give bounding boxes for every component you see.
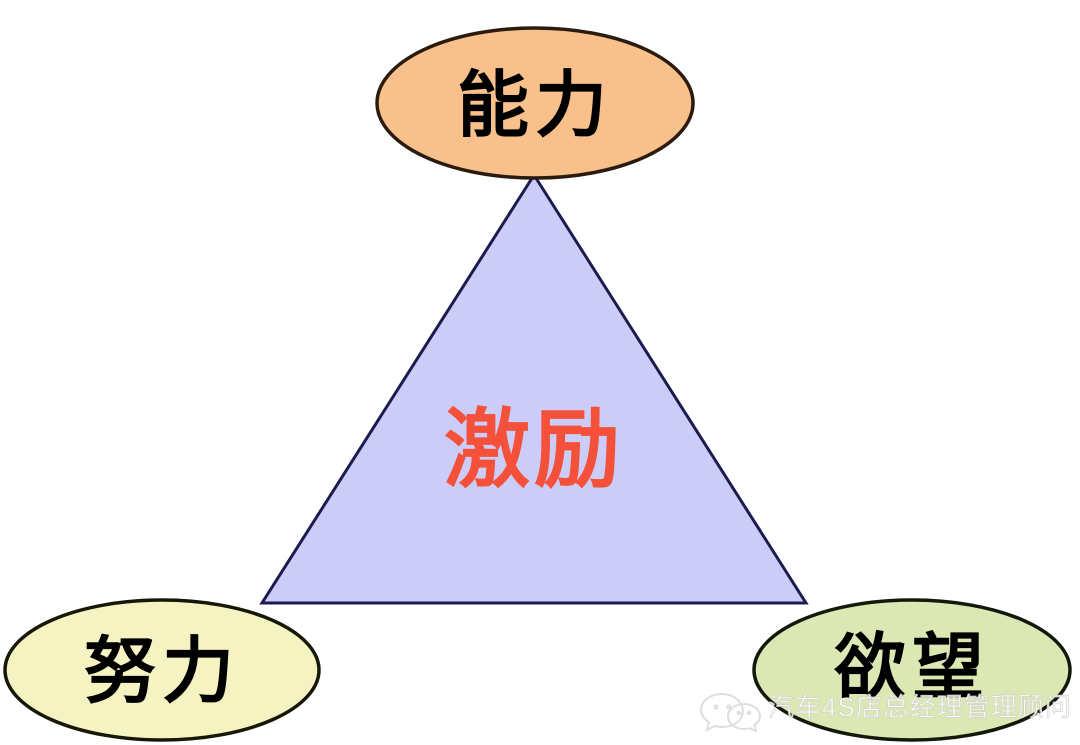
node-effort-group[interactable]: 努力 [3,598,321,742]
node-ability-group[interactable]: 能力 [375,26,695,180]
center-triangle-shape[interactable] [259,172,809,605]
node-ability-ellipse[interactable] [375,26,695,180]
node-effort-label: 努力 [84,632,240,712]
node-desire-label: 欲望 [833,628,990,708]
node-effort-ellipse[interactable] [3,598,321,742]
wechat-icon [699,692,762,733]
watermark-label: 汽车4S店总经理管理顾问 [768,692,1072,722]
watermark-group: 汽车4S店总经理管理顾问 [699,692,1072,733]
center-triangle-label: 激励 [444,402,624,498]
node-desire-ellipse[interactable] [752,598,1072,742]
center-triangle-group[interactable]: 激励 [259,172,809,605]
node-ability-label: 能力 [457,66,613,146]
node-desire-group[interactable]: 欲望 [752,598,1072,742]
